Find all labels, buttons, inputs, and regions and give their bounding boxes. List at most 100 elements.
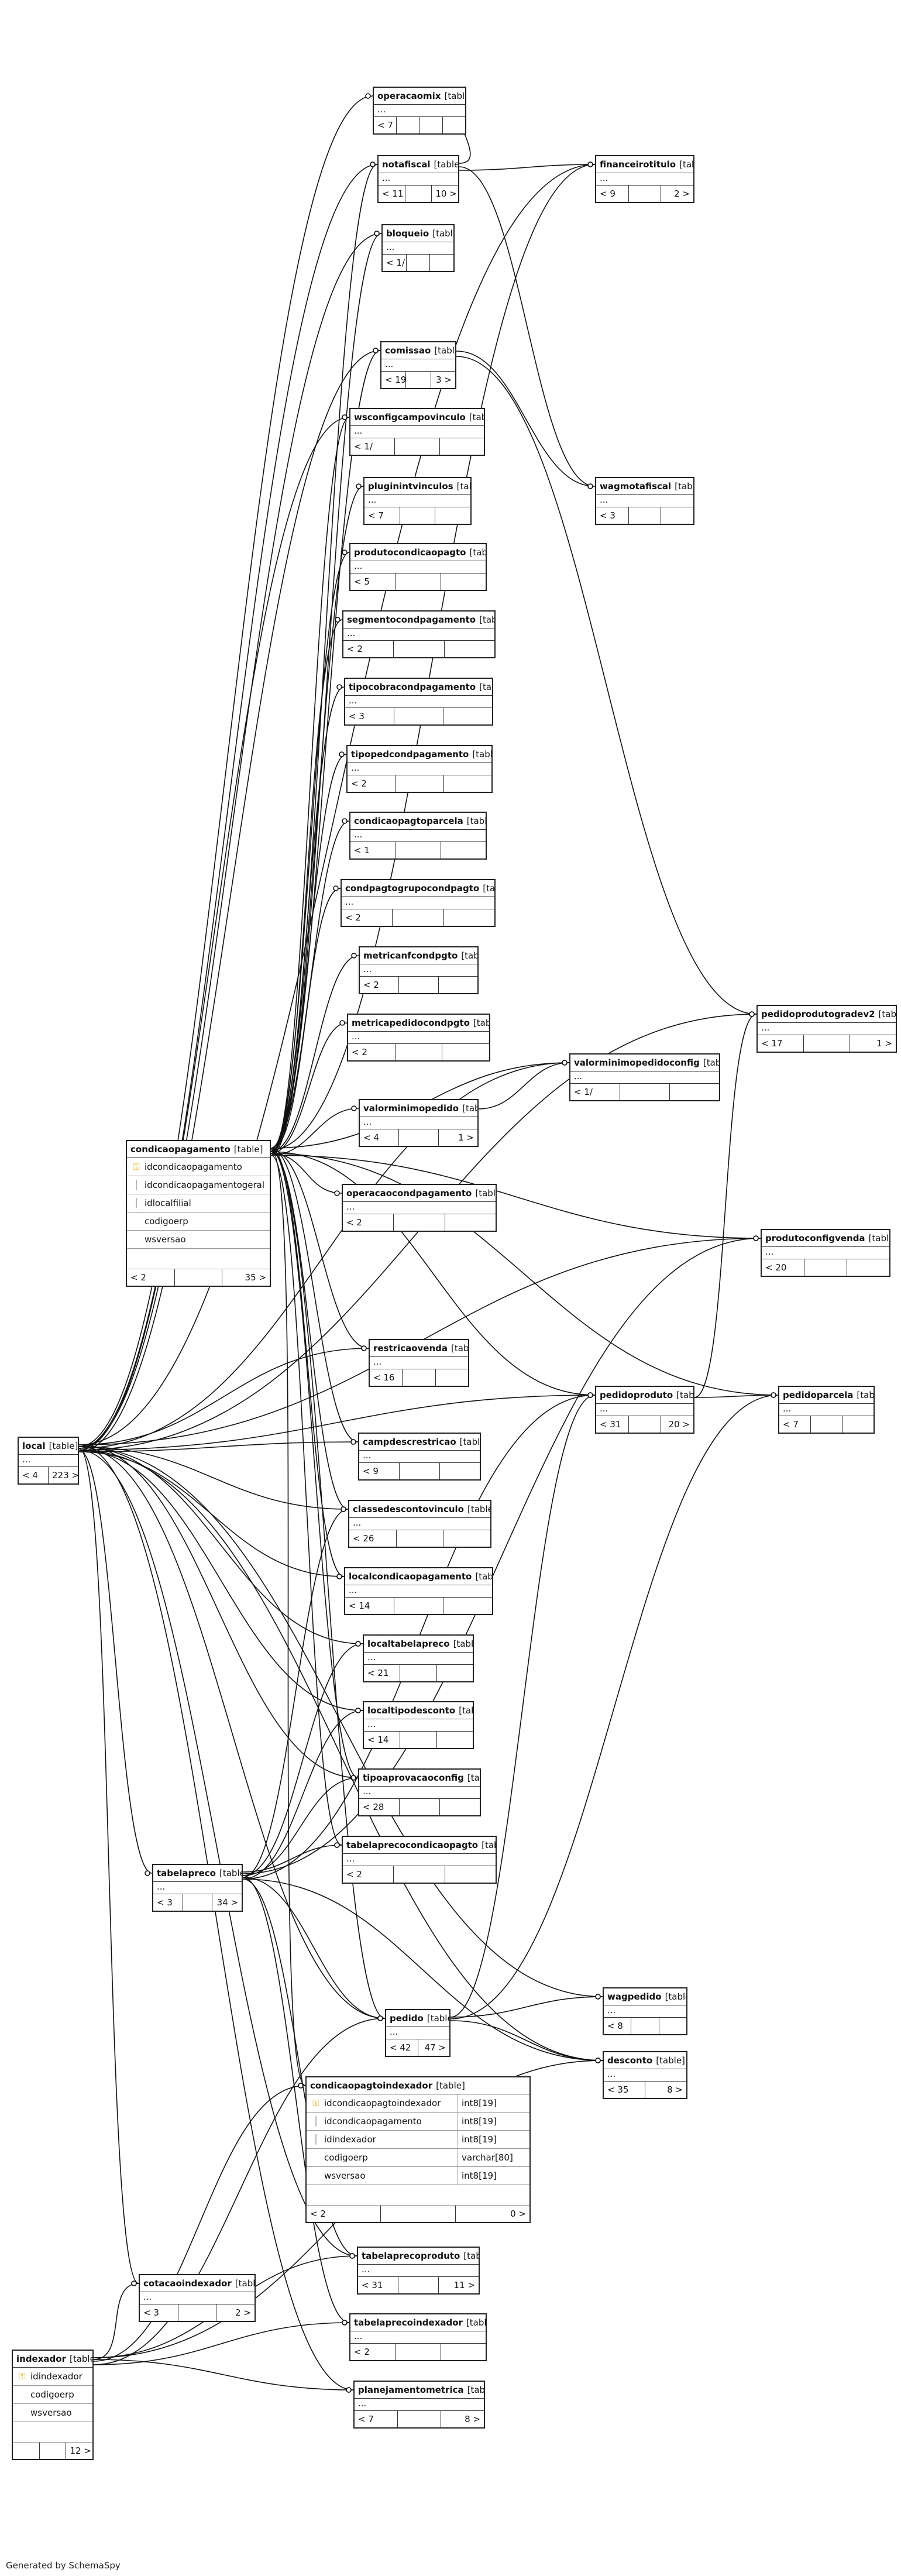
count-cell[interactable] — [399, 977, 439, 993]
table-name[interactable]: pedidoparcela — [783, 1390, 854, 1400]
table-name[interactable]: tabelaprecocondicaopagto — [346, 1840, 479, 1850]
table-campdescrestricao[interactable]: campdescrestricao[table]...< 9 — [358, 1433, 481, 1481]
count-cell[interactable]: < 26 — [349, 1530, 397, 1547]
table-tipoaprovacaoconfig[interactable]: tipoaprovacaoconfig[table]...< 28 — [358, 1768, 481, 1816]
count-cell[interactable]: 11 > — [453, 2280, 475, 2290]
count-cell[interactable]: 3 > — [436, 375, 452, 385]
table-localtabelapreco[interactable]: localtabelapreco[table]...< 21 — [363, 1634, 474, 1682]
table-localcondicaopagamento[interactable]: localcondicaopagamento[table]...< 14 — [344, 1567, 493, 1615]
count-cell[interactable] — [629, 186, 662, 202]
count-cell[interactable]: < 16 — [370, 1369, 403, 1386]
count-cell[interactable]: 12 > — [70, 2446, 91, 2456]
count-cell[interactable] — [40, 2443, 67, 2459]
count-cell[interactable] — [394, 1214, 445, 1231]
table-pedidoparcela[interactable]: pedidoparcela[table]...< 7 — [778, 1386, 875, 1434]
count-cell[interactable] — [394, 708, 443, 724]
count-cell[interactable]: < 2 — [342, 909, 393, 926]
count-cell[interactable]: < 4 — [360, 1129, 400, 1146]
table-name[interactable]: pedidoprodutogradev2 — [761, 1009, 875, 1019]
count-cell[interactable] — [400, 1665, 437, 1681]
count-cell[interactable] — [804, 1259, 847, 1276]
table-name[interactable]: valorminimopedidoconfig — [574, 1057, 700, 1068]
count-cell[interactable]: < 2 — [348, 1044, 396, 1060]
table-indexador[interactable]: indexador[table]⚿idindexadorcodigoerpwsv… — [12, 2350, 94, 2460]
table-name[interactable]: campdescrestricao — [363, 1437, 456, 1447]
count-cell[interactable] — [396, 2344, 441, 2360]
count-cell[interactable] — [661, 507, 693, 524]
count-cell[interactable]: 8 > — [667, 2084, 683, 2095]
count-cell[interactable]: < 2 — [348, 775, 396, 792]
table-condpagtogrupocondpagto[interactable]: condpagtogrupocondpagto[table]...< 2 — [341, 879, 496, 927]
table-name[interactable]: bloqueio — [386, 228, 429, 239]
count-cell[interactable]: < 3 — [596, 507, 629, 524]
count-cell[interactable] — [395, 438, 440, 455]
count-cell[interactable]: < 2 — [127, 1269, 175, 1286]
count-cell[interactable]: < 1 — [350, 842, 396, 858]
count-cell[interactable]: < 5 — [350, 573, 396, 590]
count-cell[interactable] — [804, 1035, 850, 1052]
count-cell[interactable] — [629, 507, 662, 524]
count-cell[interactable] — [443, 1530, 490, 1547]
count-cell[interactable]: < 2 — [343, 1866, 394, 1883]
count-cell[interactable]: < 35 — [604, 2082, 645, 2098]
count-cell[interactable]: < 7 — [364, 507, 400, 524]
count-cell[interactable] — [443, 708, 492, 724]
count-cell[interactable]: < 14 — [364, 1732, 401, 1748]
count-cell[interactable]: < 1/ — [570, 1084, 620, 1100]
table-name[interactable]: pedidoproduto — [600, 1390, 673, 1400]
table-comissao[interactable]: comissao[table]...< 193 > — [380, 341, 456, 389]
table-name[interactable]: segmentocondpagamento — [347, 614, 476, 625]
table-segmentocondpagamento[interactable]: segmentocondpagamento[table]...< 2 — [342, 610, 496, 658]
table-localtipodesconto[interactable]: localtipodesconto[table]...< 14 — [363, 1701, 474, 1749]
count-cell[interactable]: < 8 — [604, 2018, 632, 2034]
count-cell[interactable] — [847, 1259, 889, 1276]
table-name[interactable]: operacaocondpagamento — [346, 1188, 472, 1198]
count-cell[interactable] — [406, 372, 431, 388]
table-name[interactable]: localcondicaopagamento — [349, 1571, 472, 1582]
table-wsconfigcampovinculo[interactable]: wsconfigcampovinculo[table]...< 1/ — [349, 408, 485, 456]
table-valorminimopedidoconfig[interactable]: valorminimopedidoconfig[table]...< 1/ — [569, 1053, 720, 1101]
count-cell[interactable] — [620, 1084, 670, 1100]
table-name[interactable]: wsconfigcampovinculo — [354, 412, 466, 423]
count-cell[interactable] — [394, 1866, 445, 1883]
table-name[interactable]: valorminimopedido — [363, 1103, 459, 1114]
table-metricapedidocondpgto[interactable]: metricapedidocondpgto[table]...< 2 — [347, 1014, 490, 1062]
table-restricaovenda[interactable]: restricaovenda[table]...< 16 — [369, 1339, 469, 1387]
table-name[interactable]: tabelaprecoproduto — [362, 2251, 460, 2261]
table-name[interactable]: metricapedidocondpgto — [352, 1018, 470, 1028]
count-cell[interactable] — [178, 2304, 217, 2321]
count-cell[interactable] — [445, 1866, 496, 1883]
table-name[interactable]: desconto — [607, 2055, 653, 2066]
count-cell[interactable] — [440, 438, 484, 455]
table-name[interactable]: planejamentometrica — [358, 2385, 464, 2395]
count-cell[interactable]: 2 > — [235, 2307, 252, 2318]
table-metricanfcondpgto[interactable]: metricanfcondpgto[table]...< 2 — [359, 946, 479, 994]
count-cell[interactable]: < 21 — [364, 1665, 401, 1681]
table-name[interactable]: produtoconfigvenda — [765, 1233, 865, 1244]
count-cell[interactable]: 223 > — [52, 1470, 78, 1481]
table-name[interactable]: tabelaprecoindexador — [354, 2317, 463, 2328]
table-name[interactable]: condicaopagtoparcela — [354, 816, 463, 826]
count-cell[interactable]: < 19 — [381, 372, 407, 388]
count-cell[interactable] — [441, 842, 486, 858]
count-cell[interactable]: < 11 — [379, 186, 405, 202]
table-pluginintvinculos[interactable]: pluginintvinculos[table]...< 7 — [363, 477, 472, 525]
count-cell[interactable] — [629, 1416, 662, 1433]
count-cell[interactable] — [400, 1799, 440, 1815]
count-cell[interactable] — [430, 255, 453, 271]
count-cell[interactable] — [394, 641, 445, 657]
count-cell[interactable] — [659, 2018, 686, 2034]
table-name[interactable]: tipopedcondpagamento — [351, 749, 469, 760]
count-cell[interactable]: < 3 — [345, 708, 394, 724]
count-cell[interactable] — [445, 641, 494, 657]
count-cell[interactable] — [440, 1463, 480, 1479]
count-cell[interactable] — [13, 2443, 40, 2459]
count-cell[interactable] — [393, 909, 444, 926]
table-name[interactable]: metricanfcondpgto — [363, 950, 458, 961]
table-wagmotafiscal[interactable]: wagmotafiscal[table]...< 3 — [595, 477, 694, 525]
table-condicaopagtoindexador[interactable]: condicaopagtoindexador[table]⚿idcondicao… — [305, 2076, 531, 2223]
count-cell[interactable] — [396, 573, 441, 590]
count-cell[interactable] — [631, 2018, 659, 2034]
